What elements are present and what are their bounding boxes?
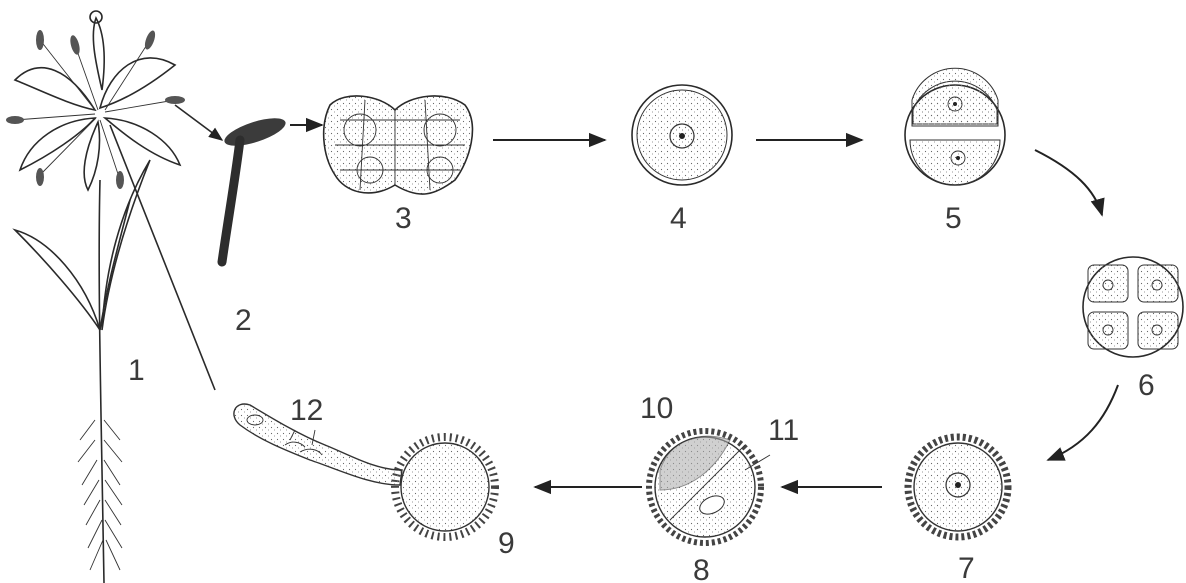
label-11: 11 <box>768 414 799 447</box>
tetrad-cell <box>1035 150 1183 357</box>
label-8: 8 <box>693 554 710 583</box>
label-9: 9 <box>498 527 515 560</box>
label-12: 12 <box>290 394 323 427</box>
label-4: 4 <box>670 202 687 235</box>
label-1: 1 <box>128 354 145 387</box>
mature-pollen-grain <box>649 431 882 543</box>
dyad-cell <box>756 68 1005 185</box>
label-3: 3 <box>395 202 412 235</box>
label-10: 10 <box>640 392 673 425</box>
label-5: 5 <box>945 202 962 235</box>
label-6: 6 <box>1138 369 1155 402</box>
label-7: 7 <box>958 552 975 583</box>
mother-cell <box>493 85 732 185</box>
label-2: 2 <box>235 304 252 337</box>
anther-cross-section <box>290 96 472 194</box>
young-pollen-grain <box>908 385 1118 537</box>
stamen-illustration <box>175 105 289 262</box>
plant-illustration <box>6 11 215 583</box>
